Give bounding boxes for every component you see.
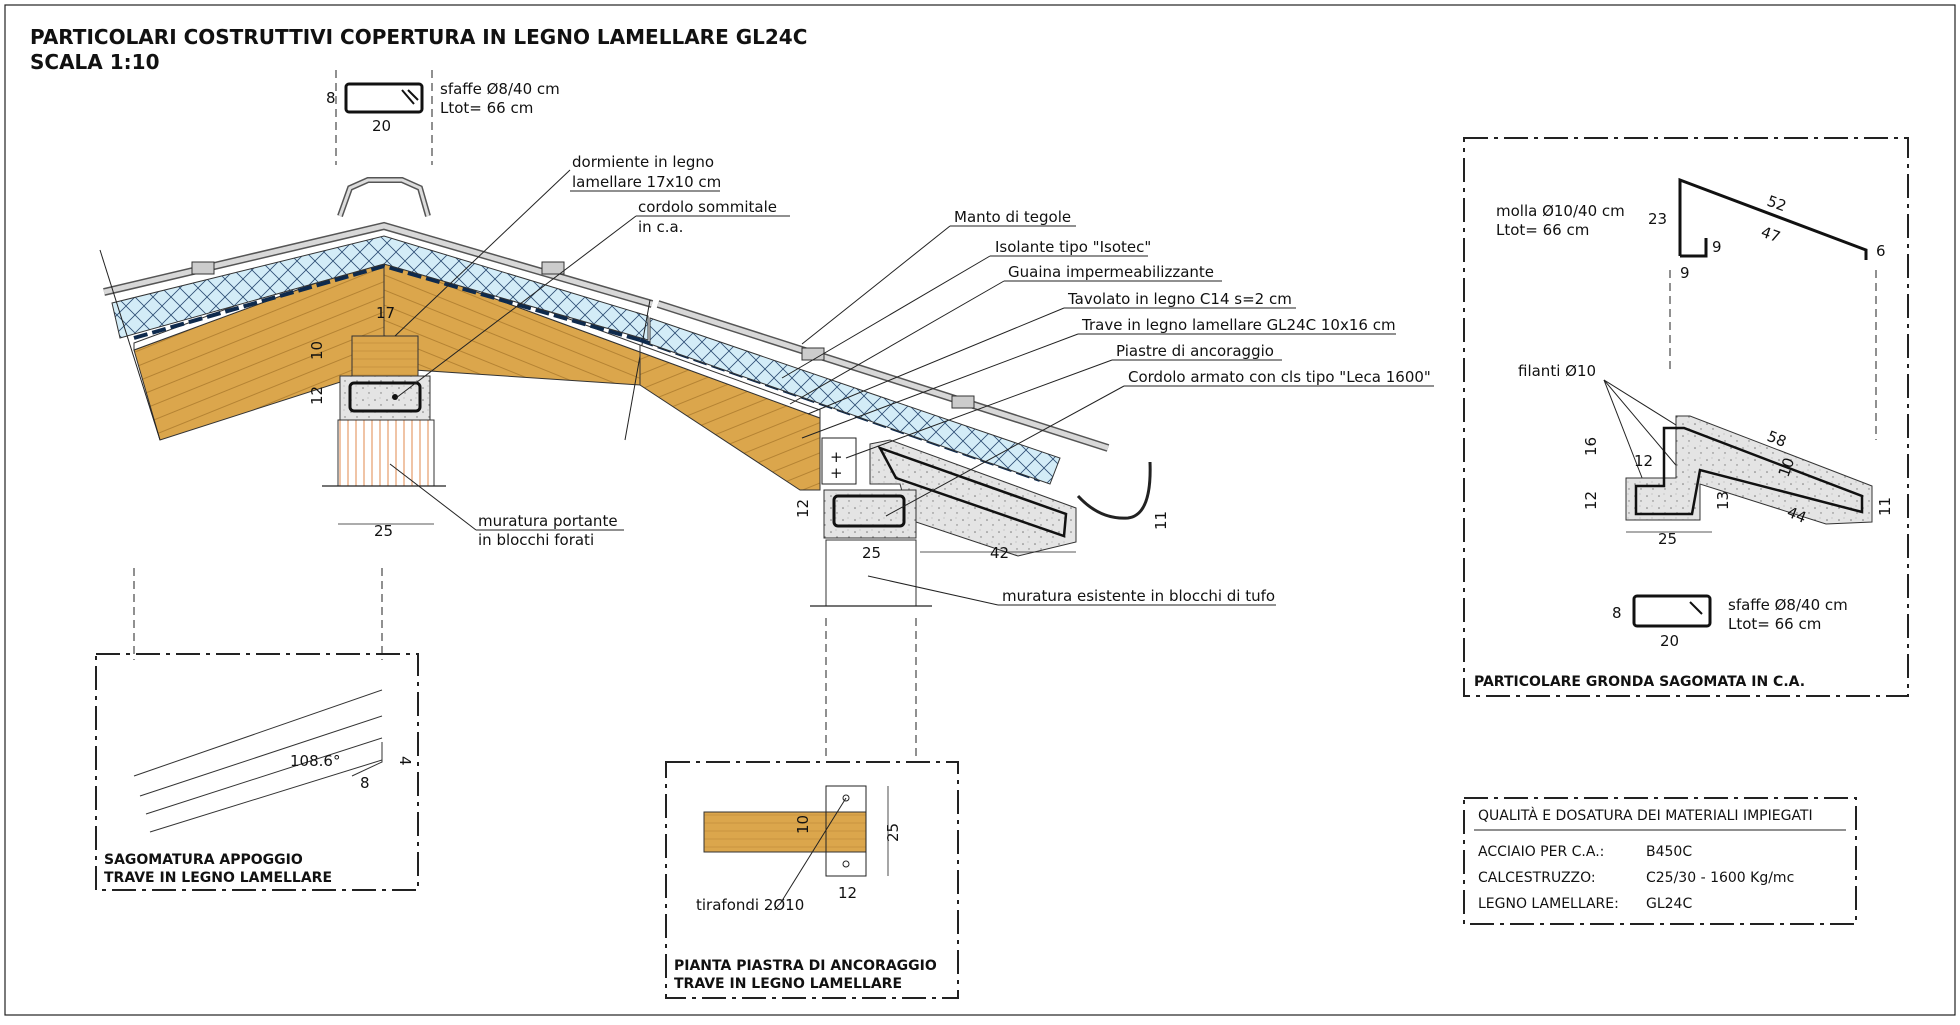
svg-text:8: 8 bbox=[1612, 604, 1622, 622]
svg-text:13: 13 bbox=[1714, 491, 1732, 510]
label-isolante: Isolante tipo "Isotec" bbox=[995, 238, 1151, 256]
svg-text:16: 16 bbox=[1582, 437, 1600, 456]
svg-text:6: 6 bbox=[1876, 242, 1886, 260]
svg-text:tirafondi 2Ø10: tirafondi 2Ø10 bbox=[696, 896, 804, 914]
eave-section: + + 12 25 42 11 bbox=[639, 300, 1170, 760]
svg-text:25: 25 bbox=[884, 823, 902, 842]
svg-text:52: 52 bbox=[1765, 192, 1789, 215]
label-trave: Trave in legno lamellare GL24C 10x16 cm bbox=[1081, 316, 1396, 334]
table-row: LEGNO LAMELLARE: GL24C bbox=[1478, 896, 1692, 912]
svg-text:LEGNO LAMELLARE:: LEGNO LAMELLARE: bbox=[1478, 896, 1619, 912]
svg-text:filanti Ø10: filanti Ø10 bbox=[1518, 362, 1596, 380]
svg-text:108.6°: 108.6° bbox=[290, 752, 340, 770]
label-cordolo-armato: Cordolo armato con cls tipo "Leca 1600" bbox=[1128, 368, 1431, 386]
drawing-scale: SCALA 1:10 bbox=[30, 50, 160, 74]
drawing-title: PARTICOLARI COSTRUTTIVI COPERTURA IN LEG… bbox=[30, 25, 807, 49]
label-manto: Manto di tegole bbox=[954, 208, 1071, 226]
svg-text:8: 8 bbox=[360, 774, 370, 792]
pianta-detail: 10 25 12 tirafondi 2Ø10 PIANTA PIASTRA D… bbox=[665, 761, 959, 999]
label-piastre: Piastre di ancoraggio bbox=[1116, 342, 1274, 360]
label-muratura: muratura portante bbox=[478, 512, 618, 530]
svg-text:9: 9 bbox=[1680, 264, 1690, 282]
svg-text:12: 12 bbox=[308, 386, 326, 405]
svg-text:TRAVE IN LEGNO LAMELLARE: TRAVE IN LEGNO LAMELLARE bbox=[674, 976, 902, 992]
svg-text:25: 25 bbox=[374, 522, 393, 540]
svg-text:+: + bbox=[830, 448, 843, 466]
materials-table: QUALITÀ E DOSATURA DEI MATERIALI IMPIEGA… bbox=[1463, 797, 1857, 925]
svg-text:10: 10 bbox=[1775, 455, 1798, 479]
svg-text:Ltot= 66 cm: Ltot= 66 cm bbox=[1728, 615, 1821, 633]
table-row: CALCESTRUZZO: C25/30 - 1600 Kg/mc bbox=[1478, 870, 1794, 886]
svg-text:12: 12 bbox=[838, 884, 857, 902]
svg-text:20: 20 bbox=[372, 117, 391, 135]
svg-text:ACCIAIO PER C.A.:: ACCIAIO PER C.A.: bbox=[1478, 844, 1604, 860]
svg-text:in blocchi forati: in blocchi forati bbox=[478, 531, 594, 549]
svg-text:SAGOMATURA APPOGGIO: SAGOMATURA APPOGGIO bbox=[104, 852, 303, 868]
svg-text:molla Ø10/40 cm: molla Ø10/40 cm bbox=[1496, 202, 1625, 220]
svg-text:23: 23 bbox=[1648, 210, 1667, 228]
svg-text:Ltot= 66 cm: Ltot= 66 cm bbox=[440, 99, 533, 117]
svg-text:58: 58 bbox=[1765, 427, 1789, 451]
svg-text:42: 42 bbox=[990, 544, 1009, 562]
gronda-detail: molla Ø10/40 cm Ltot= 66 cm 52 23 47 9 9… bbox=[1463, 137, 1909, 697]
svg-text:12: 12 bbox=[1634, 452, 1653, 470]
svg-text:C25/30 - 1600 Kg/mc: C25/30 - 1600 Kg/mc bbox=[1646, 870, 1794, 886]
table-row: ACCIAIO PER C.A.: B450C bbox=[1478, 844, 1692, 860]
svg-text:10: 10 bbox=[308, 341, 326, 360]
label-guaina: Guaina impermeabilizzante bbox=[1008, 263, 1214, 281]
svg-text:sfaffe Ø8/40 cm: sfaffe Ø8/40 cm bbox=[440, 80, 560, 98]
label-dormiente: dormiente in legno bbox=[572, 153, 714, 171]
svg-text:9: 9 bbox=[1712, 238, 1722, 256]
svg-text:CALCESTRUZZO:: CALCESTRUZZO: bbox=[1478, 870, 1596, 886]
svg-text:17: 17 bbox=[376, 304, 395, 322]
svg-text:8: 8 bbox=[326, 89, 336, 107]
svg-text:+: + bbox=[830, 464, 843, 482]
gronda-caption: PARTICOLARE GRONDA SAGOMATA IN C.A. bbox=[1474, 674, 1805, 690]
svg-text:11: 11 bbox=[1876, 497, 1894, 516]
svg-text:25: 25 bbox=[1658, 530, 1677, 548]
svg-text:B450C: B450C bbox=[1646, 844, 1692, 860]
svg-text:4: 4 bbox=[396, 756, 414, 766]
svg-text:Ltot= 66 cm: Ltot= 66 cm bbox=[1496, 221, 1589, 239]
svg-text:11: 11 bbox=[1152, 511, 1170, 530]
svg-text:lamellare 17x10 cm: lamellare 17x10 cm bbox=[572, 173, 721, 191]
table-header: QUALITÀ E DOSATURA DEI MATERIALI IMPIEGA… bbox=[1478, 807, 1813, 824]
leader-labels: dormiente in legno lamellare 17x10 cm co… bbox=[389, 153, 1434, 606]
svg-text:sfaffe Ø8/40 cm: sfaffe Ø8/40 cm bbox=[1728, 596, 1848, 614]
sagomatura-detail: 108.6° 8 4 SAGOMATURA APPOGGIO TRAVE IN … bbox=[95, 653, 419, 891]
svg-text:TRAVE IN LEGNO LAMELLARE: TRAVE IN LEGNO LAMELLARE bbox=[104, 870, 332, 886]
svg-text:20: 20 bbox=[1660, 632, 1679, 650]
stirrup-detail-top: 8 20 sfaffe Ø8/40 cm Ltot= 66 cm bbox=[326, 70, 560, 165]
svg-text:PIANTA PIASTRA DI ANCORAGGIO: PIANTA PIASTRA DI ANCORAGGIO bbox=[674, 958, 937, 974]
ridge-section: 17 10 12 25 bbox=[99, 177, 654, 660]
svg-text:12: 12 bbox=[1582, 491, 1600, 510]
svg-text:25: 25 bbox=[862, 544, 881, 562]
svg-text:in c.a.: in c.a. bbox=[638, 218, 683, 236]
label-cordolo: cordolo sommitale bbox=[638, 198, 777, 216]
svg-text:12: 12 bbox=[794, 499, 812, 518]
label-muratura-esistente: muratura esistente in blocchi di tufo bbox=[1002, 587, 1275, 605]
svg-text:47: 47 bbox=[1759, 223, 1783, 246]
svg-text:10: 10 bbox=[794, 815, 812, 834]
label-tavolato: Tavolato in legno C14 s=2 cm bbox=[1067, 290, 1292, 308]
svg-text:GL24C: GL24C bbox=[1646, 896, 1692, 912]
sheet-border bbox=[4, 4, 1956, 1016]
svg-text:44: 44 bbox=[1785, 503, 1809, 527]
